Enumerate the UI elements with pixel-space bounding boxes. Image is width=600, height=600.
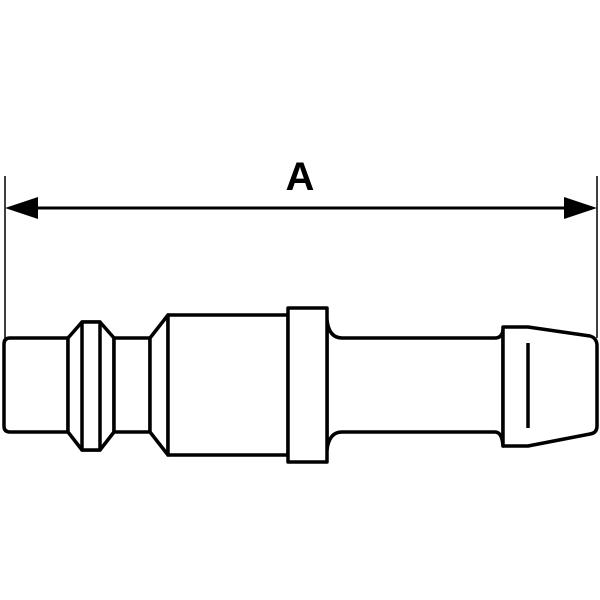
- hose-stem: [325, 318, 505, 452]
- dimension-label-a: A: [286, 155, 315, 199]
- plug-neck: [112, 336, 152, 434]
- dimension-line-a: [4, 176, 598, 338]
- body-chamfer: [148, 313, 170, 457]
- arrowhead-left: [5, 197, 38, 219]
- collar: [286, 306, 329, 464]
- plug-ring: [80, 320, 102, 452]
- body: [166, 313, 290, 457]
- plug-nose: [2, 336, 70, 434]
- hose-barb: [501, 325, 599, 448]
- arrowhead-right: [564, 197, 597, 219]
